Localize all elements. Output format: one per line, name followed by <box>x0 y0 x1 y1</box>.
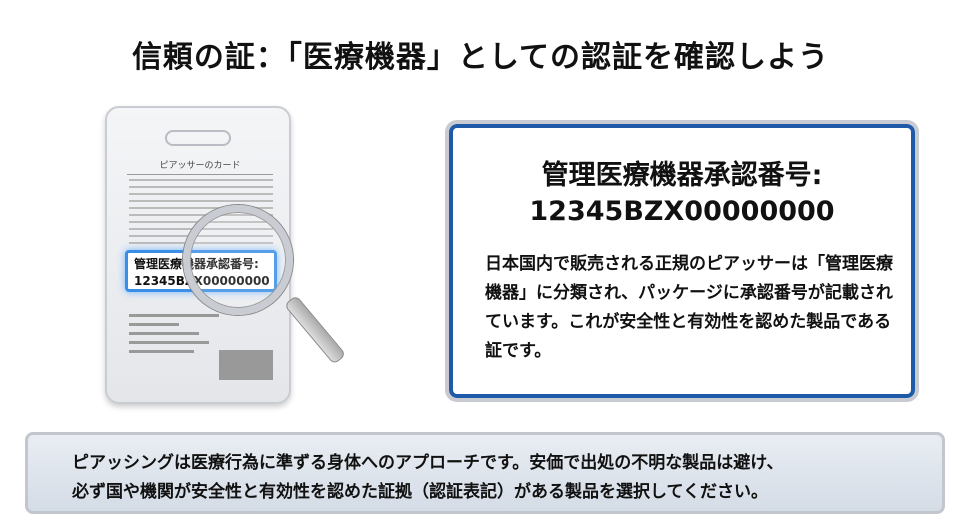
callout-heading-line2: 12345BZX00000000 <box>529 196 835 227</box>
callout-body: 日本国内で販売される正規のピアッサーは「管理医療機器」に分類され、パッケージに承… <box>485 254 893 361</box>
magnifier-handle <box>283 294 347 365</box>
callout-heading: 管理医療機器承認番号: 12345BZX00000000 <box>453 158 911 230</box>
barcode-area <box>219 350 273 380</box>
note-line2: 必ず国や機関が安全性と有効性を認めた証拠（認証表記）がある製品を選択してください… <box>72 482 768 502</box>
callout-heading-line1: 管理医療機器承認番号: <box>541 160 823 191</box>
page-title: 信頼の証：「医療機器」としての認証を確認しよう <box>131 40 830 75</box>
note-line1: ピアッシングは医療行為に準ずる身体へのアプローチです。安価で出処の不明な製品は避… <box>72 453 784 473</box>
callout-box: 管理医療機器承認番号: 12345BZX00000000 日本国内で販売される正… <box>445 120 919 402</box>
hang-hole <box>165 130 231 146</box>
magnifying-glass-icon <box>183 205 293 315</box>
package-info-bars <box>129 308 219 359</box>
note-box: ピアッシングは医療行為に準ずる身体へのアプローチです。安価で出処の不明な製品は避… <box>25 432 945 514</box>
package-title: ピアッサーのカード <box>127 158 273 175</box>
